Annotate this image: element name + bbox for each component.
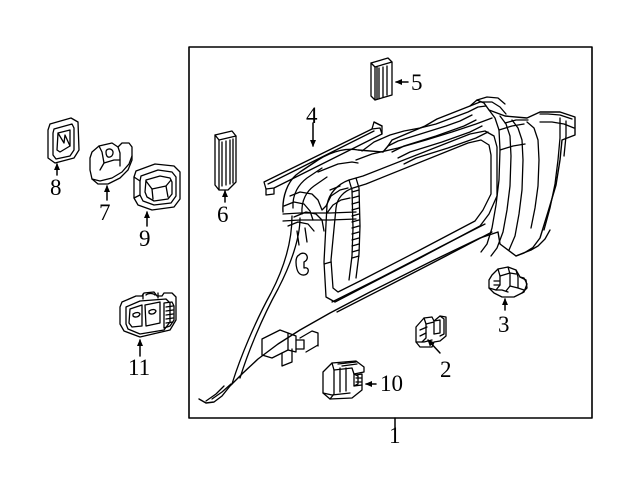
part-bezel-housing	[133, 163, 181, 211]
callout-label-5: 5	[411, 70, 423, 95]
part-retainer-clip-bracket	[415, 315, 447, 348]
callout-label-7: 7	[99, 200, 111, 225]
callout-label-6: 6	[217, 202, 229, 227]
callout-label-4: 4	[306, 103, 318, 128]
part-quarter-trim-panel	[198, 96, 576, 404]
assembly-outline-box	[188, 46, 593, 419]
part-hook-bracket	[89, 142, 133, 185]
part-trim-cap-cover	[47, 117, 80, 164]
part-vent-grille-tall	[214, 130, 237, 191]
callout-label-2: 2	[440, 357, 452, 382]
callout-leaders	[54, 79, 508, 429]
part-fastener-grommet	[488, 266, 528, 298]
callout-label-8: 8	[50, 175, 62, 200]
callout-label-10: 10	[380, 371, 403, 396]
callout-label-3: 3	[498, 312, 510, 337]
callout-label-11: 11	[128, 355, 151, 380]
callout-label-9: 9	[139, 226, 151, 251]
part-lamp-module	[322, 360, 365, 400]
callout-label-1: 1	[389, 423, 401, 448]
part-trim-rail-molding	[263, 121, 383, 196]
part-vent-grille-small	[370, 57, 393, 101]
leader-2	[427, 339, 441, 354]
part-two-button-switch	[119, 291, 177, 338]
